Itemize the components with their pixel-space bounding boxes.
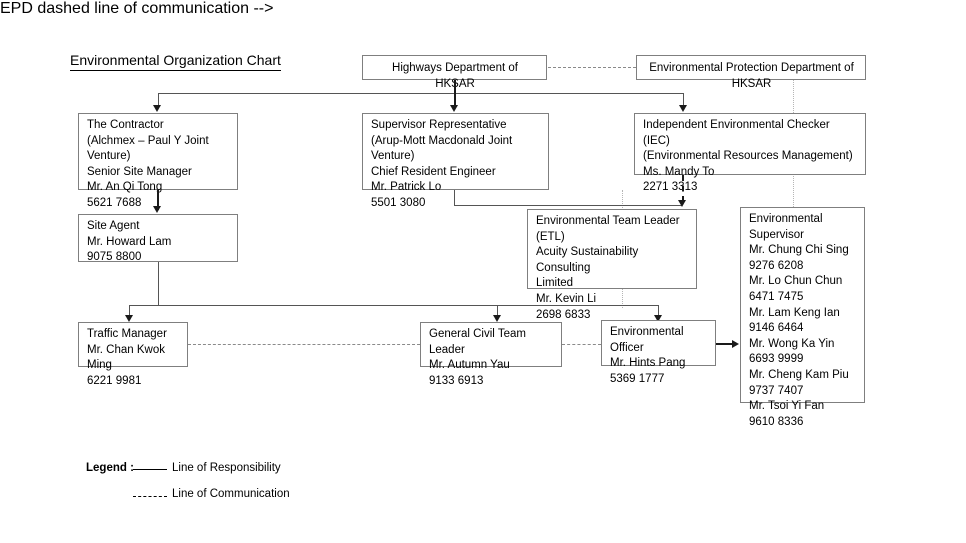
arrow-to-etl-icon xyxy=(678,200,686,207)
box-the-contractor[interactable]: The Contractor (Alchmex – Paul Y Joint V… xyxy=(78,113,238,209)
box-traffic-manager[interactable]: Traffic Manager Mr. Chan Kwok Ming 6221 … xyxy=(78,322,188,387)
legend-dashed-swatch xyxy=(133,496,167,497)
edge-supervisor-etl-stem xyxy=(454,190,455,206)
edge-site-agent-stem xyxy=(158,262,159,306)
arrow-to-traffic-manager-icon xyxy=(125,315,133,322)
edge-iec-etl-dashed xyxy=(682,175,684,202)
edge-row4-distribution-bar xyxy=(129,305,658,306)
box-environmental-protection-department[interactable]: Environmental Protection Department of H… xyxy=(636,55,866,90)
page-title: Environmental Organization Chart xyxy=(70,52,281,71)
edge-row1-right-drop xyxy=(683,93,684,107)
box-environmental-supervisor[interactable]: Environmental Supervisor Mr. Chung Chi S… xyxy=(740,207,865,428)
box-general-civil-team-leader[interactable]: General Civil Team Leader Mr. Autumn Yau… xyxy=(420,322,562,387)
box-environmental-team-leader[interactable]: Environmental Team Leader (ETL) Acuity S… xyxy=(527,209,697,321)
edge-hd-stem xyxy=(454,80,456,94)
box-supervisor-representative[interactable]: Supervisor Representative (Arup-Mott Mac… xyxy=(362,113,549,209)
arrow-to-supervisor-icon xyxy=(450,105,458,112)
edge-officer-supervisor xyxy=(716,343,734,345)
arrow-to-environmental-officer-icon xyxy=(654,315,662,322)
edge-traffic-civil-dashed xyxy=(188,344,420,345)
edge-row1-distribution-bar xyxy=(158,93,684,94)
legend-solid-swatch xyxy=(133,469,167,470)
edge-contractor-site-agent xyxy=(157,190,159,210)
edge-supervisor-etl-horizontal xyxy=(454,205,682,206)
box-environmental-officer[interactable]: Environmental Officer Mr. Hints Pang 536… xyxy=(601,320,716,385)
edge-row1-mid-drop xyxy=(454,93,456,107)
arrow-to-iec-icon xyxy=(679,105,687,112)
legend-communication-label: Line of Communication xyxy=(172,488,290,500)
edge-row4-right-drop xyxy=(658,305,659,318)
box-highways-department[interactable]: Highways Department of HKSAR xyxy=(362,55,547,90)
legend-heading: Legend : xyxy=(86,462,134,474)
arrow-to-contractor-icon xyxy=(153,105,161,112)
arrow-to-site-agent-icon xyxy=(153,206,161,213)
edge-hd-epd-dashed xyxy=(548,67,636,68)
box-site-agent[interactable]: Site Agent Mr. Howard Lam 9075 8800 xyxy=(78,214,238,263)
arrow-to-environmental-supervisor-icon xyxy=(732,340,739,348)
edge-row1-left-drop xyxy=(158,93,159,107)
legend-responsibility-label: Line of Responsibility xyxy=(172,462,281,474)
box-independent-environmental-checker[interactable]: Independent Environmental Checker (IEC) … xyxy=(634,113,866,193)
edge-civil-officer-dashed xyxy=(562,344,601,345)
arrow-to-civil-team-leader-icon xyxy=(493,315,501,322)
edge-row4-left-drop xyxy=(129,305,130,318)
edge-row4-mid-drop xyxy=(497,305,498,318)
